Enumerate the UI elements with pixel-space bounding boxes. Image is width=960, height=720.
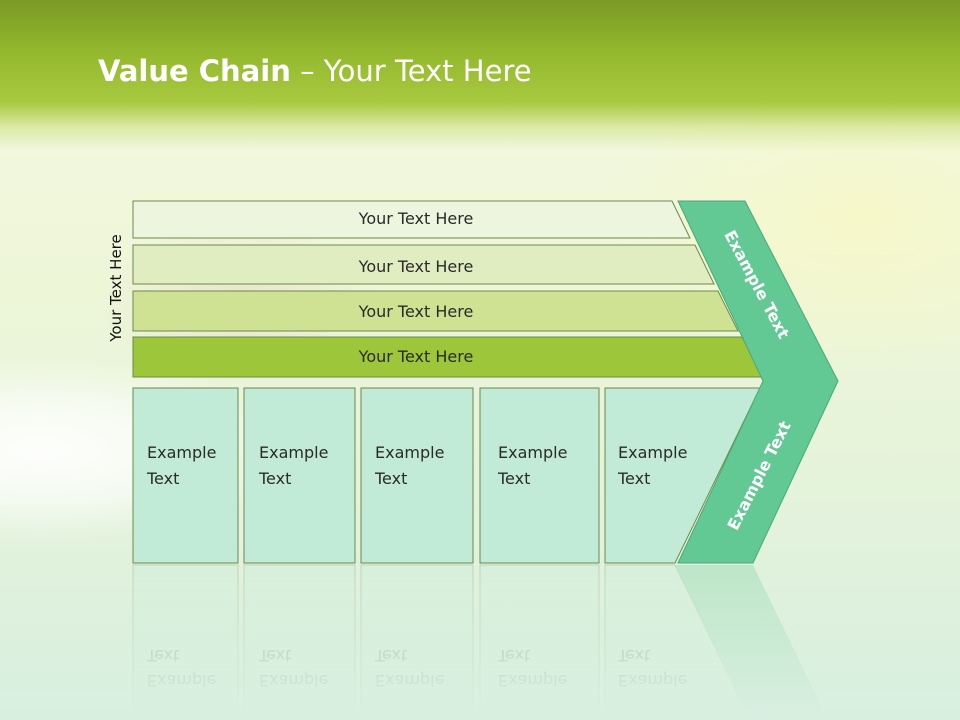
box-3-line1: Example: [375, 443, 444, 462]
svg-text:Example: Example: [618, 671, 687, 690]
bar-2-label: Your Text Here: [358, 257, 474, 276]
box-1-line1: Example: [147, 443, 216, 462]
title-rest: – Your Text Here: [290, 54, 532, 88]
title-strong: Value Chain: [98, 54, 291, 88]
box-4: [479, 387, 600, 564]
svg-text:Text: Text: [374, 646, 407, 665]
box-5: [604, 387, 761, 564]
box-2-line1: Example: [259, 443, 328, 462]
box-2-line2: Text: [258, 469, 291, 488]
header-band: [0, 0, 960, 150]
box-3-line2: Text: [374, 469, 407, 488]
svg-text:Text: Text: [258, 646, 291, 665]
bar-1-label: Your Text Here: [358, 209, 474, 228]
box-1-line2: Text: [146, 469, 179, 488]
svg-text:Example: Example: [147, 671, 216, 690]
box-5-line2: Text: [617, 469, 650, 488]
svg-text:Text: Text: [617, 646, 650, 665]
box-3: [360, 387, 474, 564]
bar-1: [132, 200, 691, 239]
svg-text:Text: Text: [146, 646, 179, 665]
svg-text:Example: Example: [375, 671, 444, 690]
reflection: Text Example Text Example Text Example T…: [132, 564, 829, 720]
bar-3: [132, 290, 739, 332]
box-4-line1: Example: [498, 443, 567, 462]
bar-3-label: Your Text Here: [358, 302, 474, 321]
svg-text:Example: Example: [498, 671, 567, 690]
svg-text:Example: Example: [259, 671, 328, 690]
box-1: [132, 387, 239, 564]
svg-text:Text: Text: [497, 646, 530, 665]
page-title: Value Chain – Your Text Here: [98, 54, 532, 88]
box-2: [243, 387, 356, 564]
box-5-line1: Example: [618, 443, 687, 462]
box-4-line2: Text: [497, 469, 530, 488]
bar-4-label: Your Text Here: [358, 347, 474, 366]
bar-2: [132, 244, 715, 285]
chevron: [677, 200, 839, 564]
